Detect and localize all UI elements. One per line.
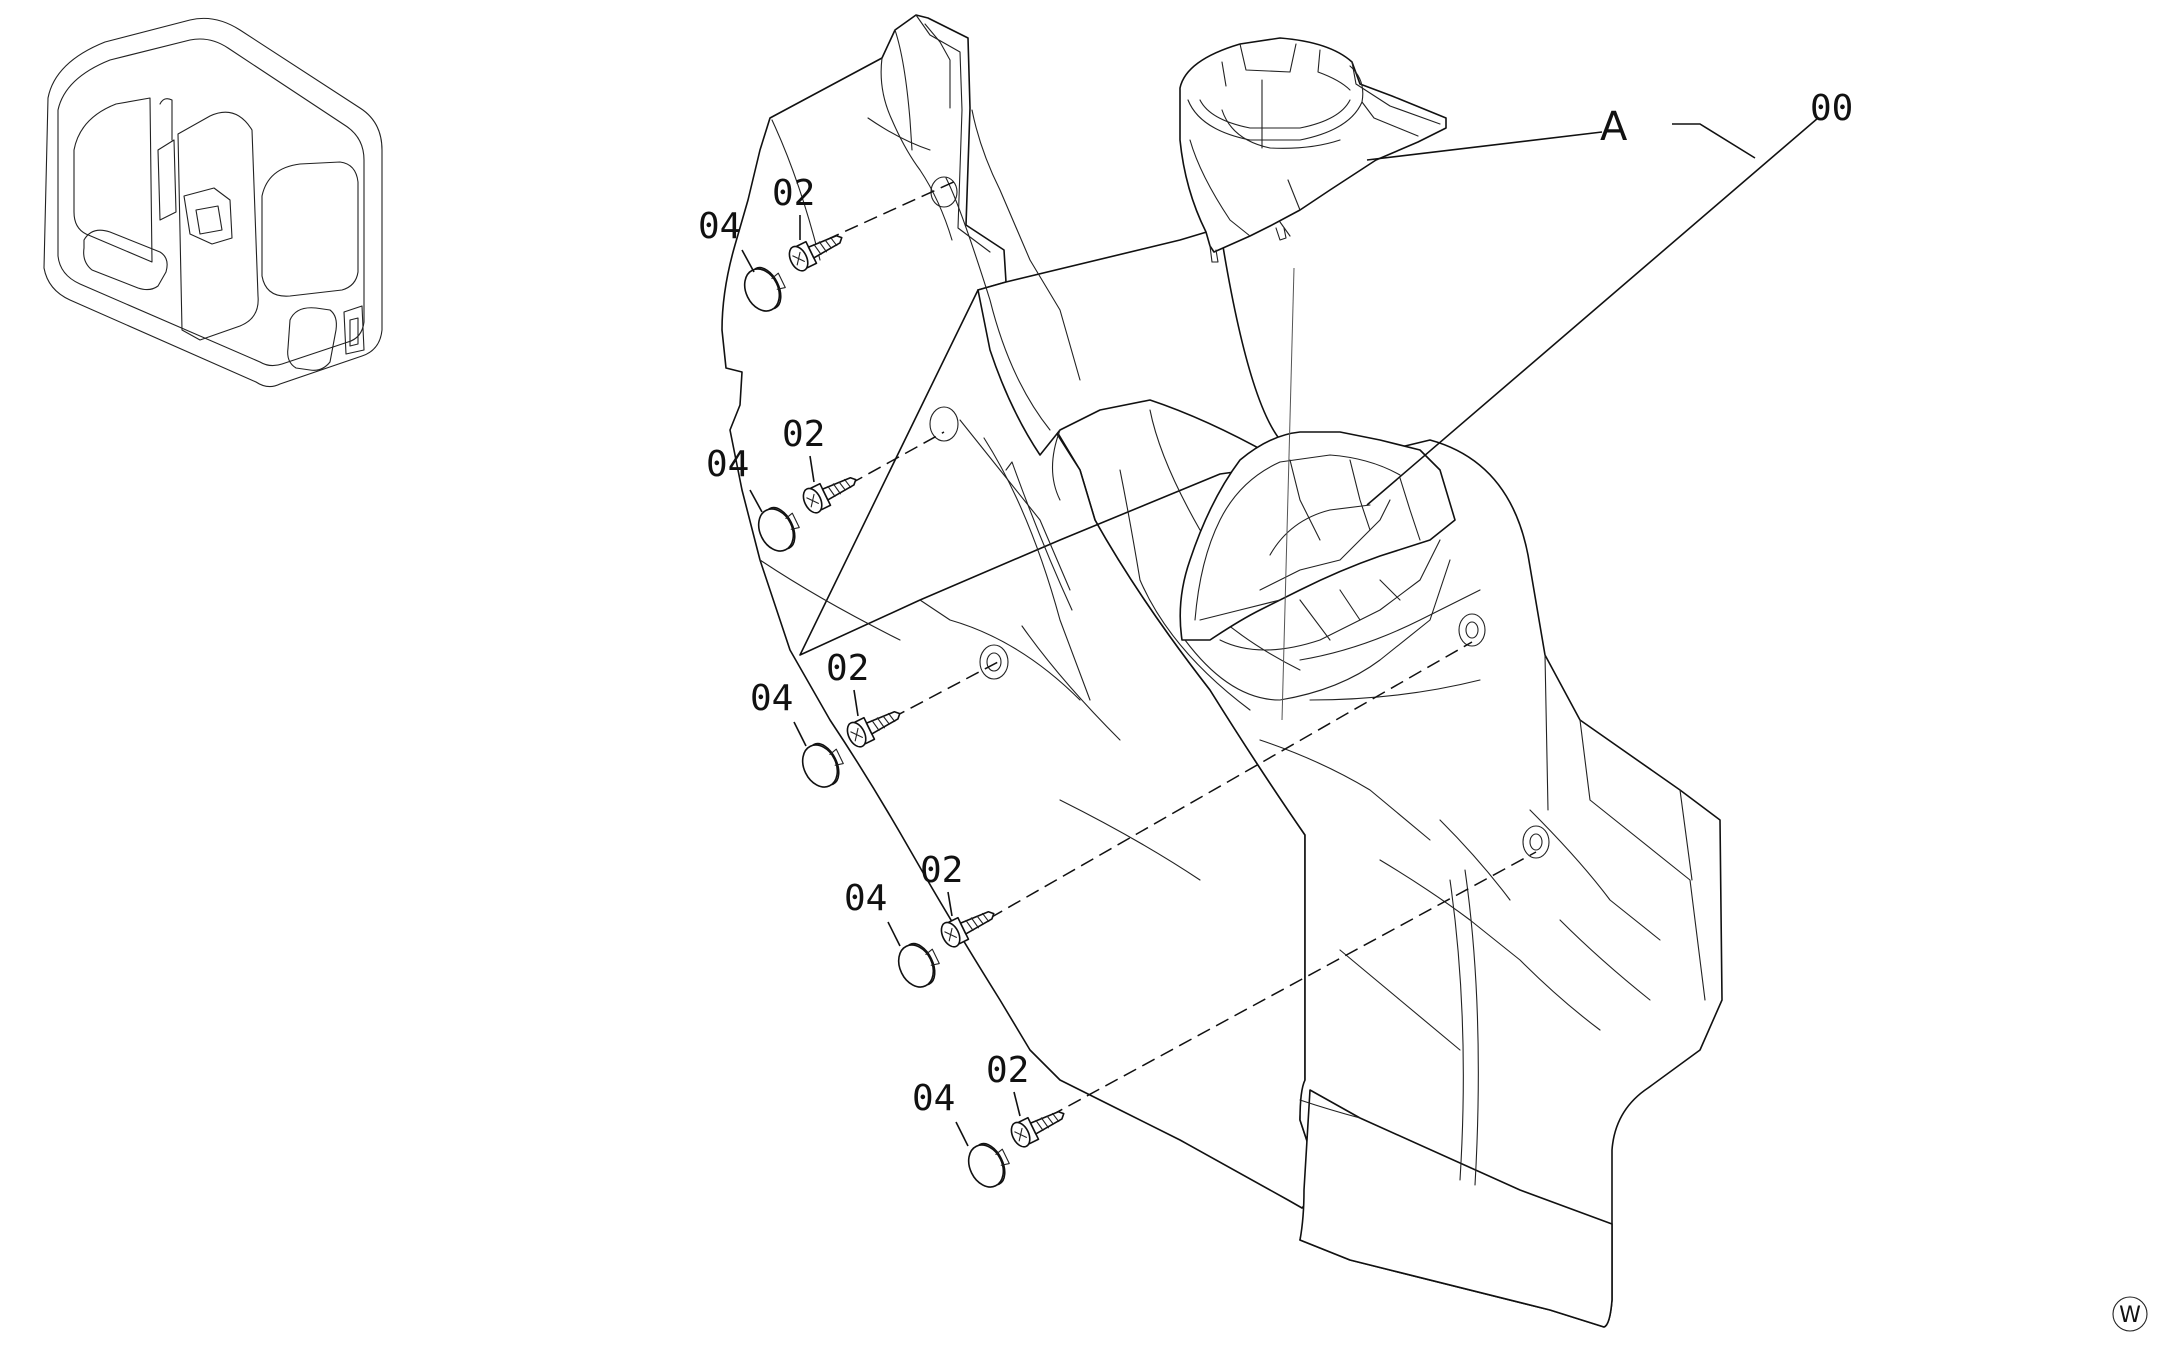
cap <box>897 942 940 988</box>
screw-label: 02 <box>782 414 825 455</box>
screw <box>788 234 843 272</box>
cup-holder <box>1179 37 1447 263</box>
screw <box>1010 1110 1065 1148</box>
screw <box>846 710 901 748</box>
screw-label: 02 <box>986 1050 1029 1091</box>
mounting-hole <box>1458 613 1486 647</box>
screw <box>940 910 995 948</box>
mounting-hole <box>1522 825 1550 859</box>
callout-row: 04 02 <box>912 1050 1065 1188</box>
cap-label: 04 <box>844 878 887 919</box>
svg-text:W: W <box>2119 1303 2141 1328</box>
storage-tray <box>1179 431 1456 701</box>
screw-label: 02 <box>826 648 869 689</box>
cap <box>757 506 800 552</box>
screw-label: 02 <box>772 173 815 214</box>
screw-axis-lines <box>825 179 1537 1117</box>
assembly-label: 00 <box>1810 88 1853 129</box>
cap-label: 04 <box>912 1078 955 1119</box>
cap <box>743 266 786 312</box>
callout-row: 04 02 <box>750 648 901 788</box>
cap-label: 04 <box>750 678 793 719</box>
cap <box>967 1142 1010 1188</box>
screw <box>802 476 857 514</box>
cap-label: 04 <box>698 206 741 247</box>
cap-label: 04 <box>706 444 749 485</box>
cab-location-thumbnail <box>43 17 383 388</box>
mounting-hole <box>929 406 959 442</box>
mounting-hole <box>979 644 1009 680</box>
callout-row: 04 02 <box>706 414 857 552</box>
subassembly-label: A <box>1600 104 1628 150</box>
screw-label: 02 <box>920 850 963 891</box>
side-console-cover <box>721 14 1723 1328</box>
callout-row: 04 02 <box>844 850 995 988</box>
callout-row: 04 02 <box>698 173 843 312</box>
corner-stamp: W <box>2112 1296 2148 1332</box>
cap <box>801 742 844 788</box>
leader-lines <box>1281 117 1819 721</box>
